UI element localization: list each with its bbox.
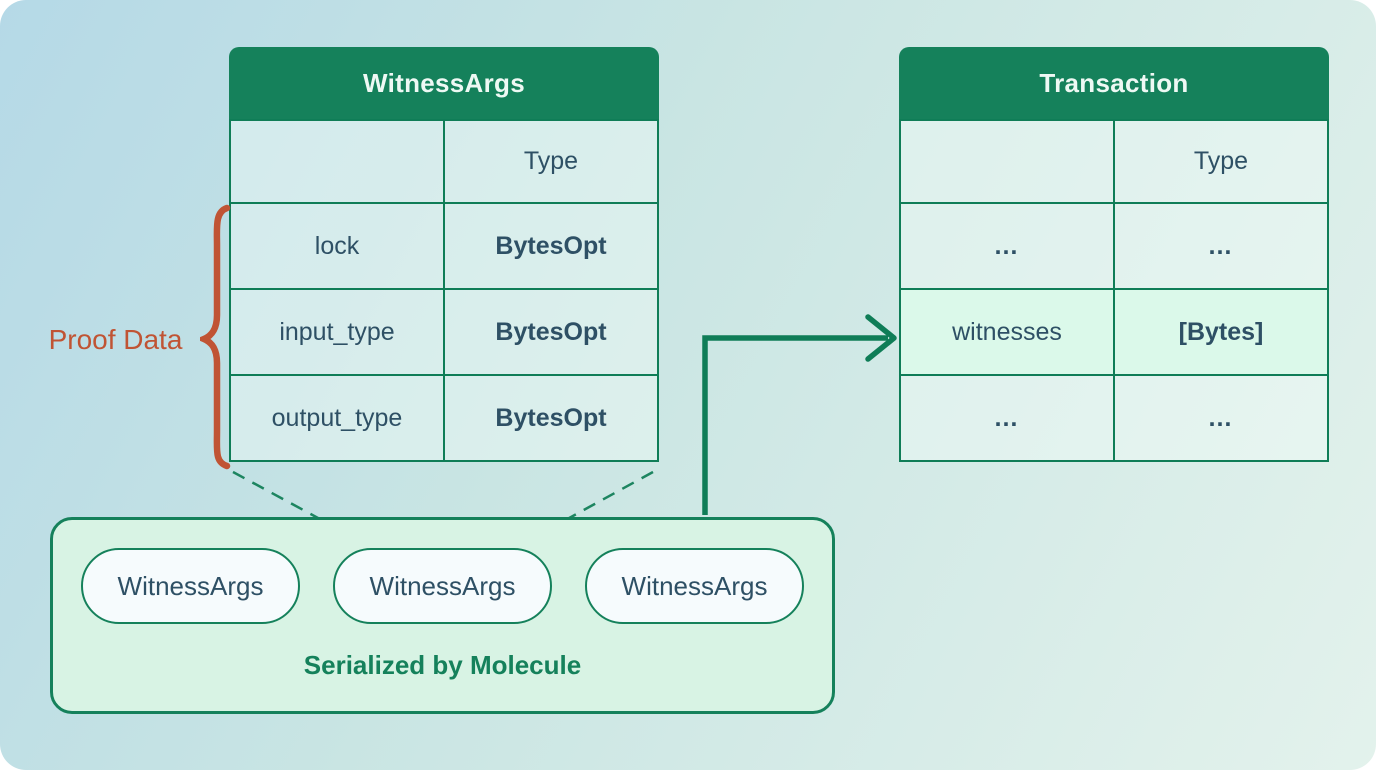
type-cell: [Bytes] [1113, 288, 1329, 376]
pill-row: WitnessArgs WitnessArgs WitnessArgs [53, 548, 832, 624]
table-row: lock BytesOpt [229, 202, 659, 290]
type-cell: BytesOpt [443, 288, 659, 376]
witnessargs-table: WitnessArgs Type lock BytesOpt input_typ… [229, 47, 659, 462]
witnessargs-table-body: Type lock BytesOpt input_type BytesOpt o… [229, 119, 659, 462]
table-row: … … [899, 202, 1329, 290]
type-column-header: Type [443, 119, 659, 204]
serialized-label: Serialized by Molecule [303, 650, 582, 680]
witnessargs-pill: WitnessArgs [333, 548, 552, 624]
transaction-table-title: Transaction [899, 47, 1329, 119]
table-row: input_type BytesOpt [229, 288, 659, 376]
serialized-box: WitnessArgs WitnessArgs WitnessArgs Seri… [50, 517, 835, 714]
type-cell: … [1113, 374, 1329, 462]
type-cell: BytesOpt [443, 202, 659, 290]
field-cell: output_type [229, 374, 445, 462]
type-cell: … [1113, 202, 1329, 290]
witnesses-row: witnesses [Bytes] [899, 288, 1329, 376]
table-row: Type [229, 119, 659, 204]
arrow-connector [702, 335, 888, 515]
type-column-header: Type [1113, 119, 1329, 204]
table-row: … … [899, 374, 1329, 462]
witnessargs-pill: WitnessArgs [81, 548, 300, 624]
field-cell: lock [229, 202, 445, 290]
empty-header-cell [899, 119, 1115, 204]
field-cell: input_type [229, 288, 445, 376]
arrowhead-icon [865, 314, 897, 362]
table-row: Type [899, 119, 1329, 204]
type-cell: BytesOpt [443, 374, 659, 462]
witnessargs-table-title: WitnessArgs [229, 47, 659, 119]
witnessargs-pill: WitnessArgs [585, 548, 804, 624]
transaction-table-body: Type … … witnesses [Bytes] … … [899, 119, 1329, 462]
proof-data-label: Proof Data [48, 324, 183, 355]
field-cell: … [899, 374, 1115, 462]
transaction-table: Transaction Type … … witnesses [Bytes] …… [899, 47, 1329, 462]
field-cell: … [899, 202, 1115, 290]
table-row: output_type BytesOpt [229, 374, 659, 462]
curly-brace-icon [200, 204, 231, 470]
field-cell: witnesses [899, 288, 1115, 376]
empty-header-cell [229, 119, 445, 204]
